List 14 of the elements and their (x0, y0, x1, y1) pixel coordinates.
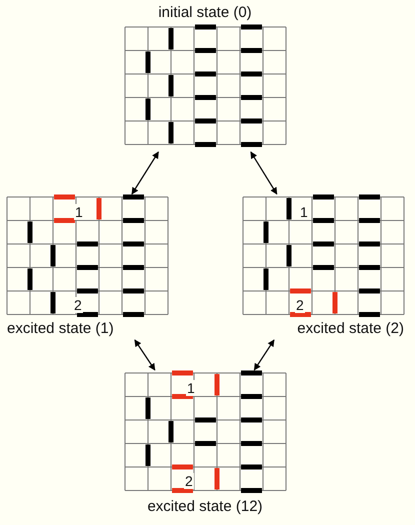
arrow (254, 339, 275, 371)
site-number: 2 (73, 297, 83, 313)
arrow (250, 151, 278, 195)
state-caption: excited state (12) (147, 498, 263, 516)
state-caption: initial state (0) (158, 4, 252, 22)
site-number: 2 (295, 297, 305, 313)
state-caption: excited state (1) (7, 320, 114, 338)
arrow (134, 339, 156, 371)
state-caption: excited state (2) (297, 320, 404, 338)
arrow (131, 151, 159, 195)
site-number: 1 (299, 204, 309, 220)
site-number: 1 (74, 204, 84, 220)
site-number: 1 (186, 380, 196, 396)
site-number: 2 (184, 473, 194, 489)
